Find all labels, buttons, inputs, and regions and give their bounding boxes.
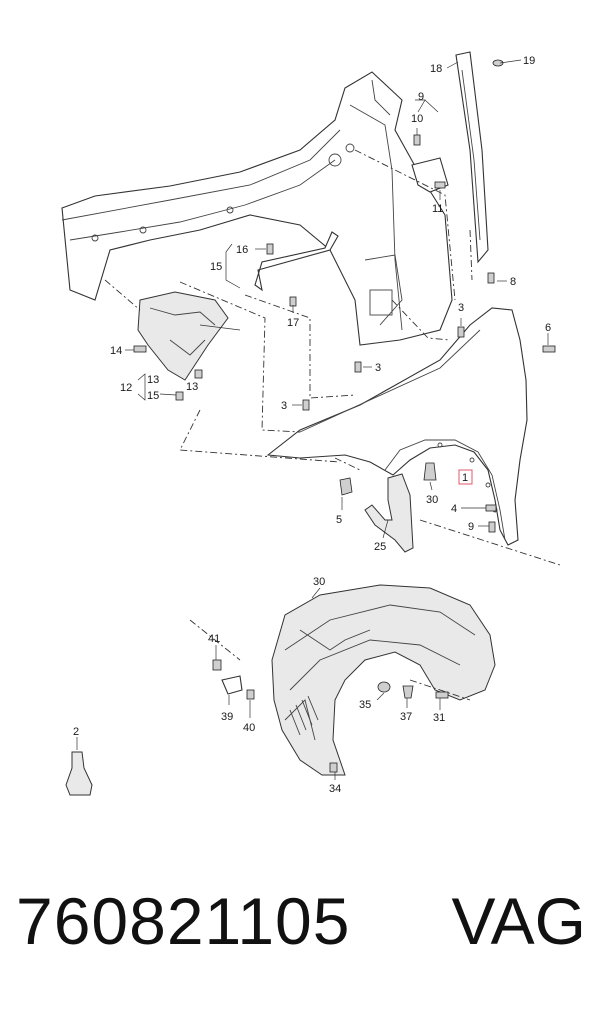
- callout-4: 4: [451, 503, 457, 515]
- callout-33: 31: [433, 712, 445, 724]
- callout-14b: 13: [186, 381, 198, 393]
- inner-body-structure: [61, 71, 453, 346]
- callout-40: 40: [243, 722, 255, 734]
- callout-19: 17: [287, 317, 299, 329]
- callout-37: 37: [400, 711, 412, 723]
- splash-guard-25: [364, 473, 414, 553]
- callout-labels: 19 18 9 10 11 16 15 17 14 13 12 13 14 15…: [73, 55, 551, 795]
- callout-18: 16: [236, 244, 248, 256]
- part-number: 760821105: [16, 884, 351, 958]
- footer: 760821105 VAG: [0, 888, 600, 988]
- callout-2: 2: [73, 726, 79, 738]
- clip-31: [423, 462, 437, 481]
- part-2-bottle: [65, 751, 93, 796]
- callout-5: 5: [336, 514, 342, 526]
- callout-3c: 3: [281, 400, 287, 412]
- callout-39: 39: [221, 711, 233, 723]
- callout-13: 12: [120, 382, 132, 394]
- callout-8: 8: [510, 276, 516, 288]
- callout-10: 9: [418, 91, 424, 103]
- wheel-arch-liner-30: [271, 584, 496, 776]
- fender-bolts: [302, 272, 556, 533]
- liner-fasteners: [212, 659, 449, 773]
- callout-16: 14: [110, 345, 122, 357]
- callout-20: 18: [430, 63, 442, 75]
- leader-lines: [76, 59, 549, 780]
- callout-6: 6: [545, 322, 551, 334]
- callout-3b: 3: [375, 362, 381, 374]
- callout-34: 34: [329, 783, 341, 795]
- alignment-dashes: [104, 149, 561, 701]
- pillar-trim-strip: [455, 51, 504, 264]
- callout-14a: 13: [147, 374, 159, 386]
- side-bracket-13: [133, 291, 241, 401]
- callout-31: 30: [426, 494, 438, 506]
- callout-3a: 3: [458, 302, 464, 314]
- callout-9-label: 9: [468, 521, 474, 533]
- callout-21: 19: [523, 55, 535, 67]
- callout-15-label: 15: [147, 390, 159, 402]
- callout-1: 1: [462, 472, 468, 484]
- callout-30-label: 30: [313, 576, 325, 588]
- callout-25: 25: [374, 541, 386, 553]
- callout-17: 15: [210, 261, 222, 273]
- bracket-assembly-10: [411, 134, 449, 193]
- front-fender-panel: [266, 307, 528, 546]
- clip-5: [339, 477, 353, 496]
- brand-label: VAG: [451, 884, 586, 958]
- callout-41: 41: [208, 633, 220, 645]
- exploded-parts-diagram: 19 18 9 10 11 16 15 17 14 13 12 13 14 15…: [61, 51, 561, 796]
- part-1-highlight: [458, 469, 473, 485]
- callout-35: 35: [359, 699, 371, 711]
- bracket-assembly-17: [254, 231, 339, 307]
- callout-12: 11: [432, 203, 443, 215]
- callout-11: 10: [411, 113, 423, 125]
